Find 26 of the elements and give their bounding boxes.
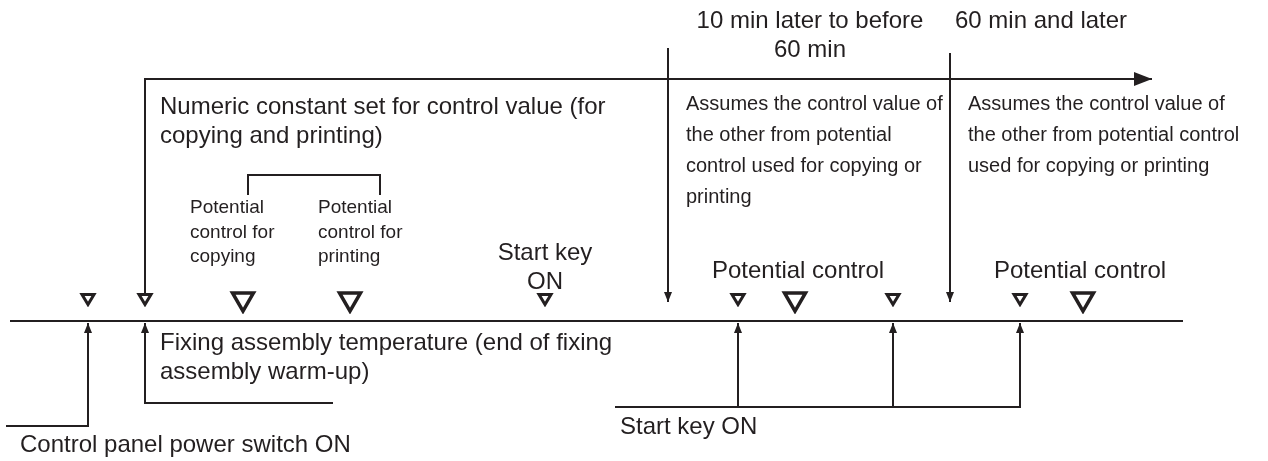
- event-marker: [1011, 292, 1029, 307]
- event-marker: [536, 292, 554, 307]
- leader-arrow: [141, 322, 334, 404]
- marker-label: Potential control: [712, 256, 886, 285]
- event-label: Fixing assembly temperature (end of fixing assembly warm-up): [160, 328, 620, 386]
- event-marker: [79, 292, 97, 307]
- leader-arrow: [614, 322, 1024, 408]
- note-text: Assumes the control value of the other from potential control used for copying or printing: [968, 91, 1241, 178]
- event-marker: [781, 290, 809, 314]
- event-marker: [336, 290, 364, 314]
- marker-label: Potential control for printing: [318, 195, 404, 269]
- leader-arrow: [5, 322, 92, 427]
- note-text: Numeric constant set for control value (for copying and printing): [160, 92, 607, 150]
- event-marker: [1069, 290, 1097, 314]
- marker-label: Potential control: [994, 256, 1168, 285]
- event-marker: [729, 292, 747, 307]
- note-text: Assumes the control value of the other from potential control used for copying or printing: [686, 91, 944, 209]
- event-marker: [229, 290, 257, 314]
- time-range-label: 10 min later to before 60 min: [695, 6, 925, 64]
- event-marker: [884, 292, 902, 307]
- event-label: Start key ON: [620, 412, 790, 441]
- time-range-label: 60 min and later: [955, 6, 1129, 35]
- marker-label: Potential control for copying: [190, 195, 276, 269]
- event-marker: [136, 292, 154, 307]
- marker-label: Start key ON: [496, 238, 594, 296]
- event-label: Control panel power switch ON: [20, 430, 400, 459]
